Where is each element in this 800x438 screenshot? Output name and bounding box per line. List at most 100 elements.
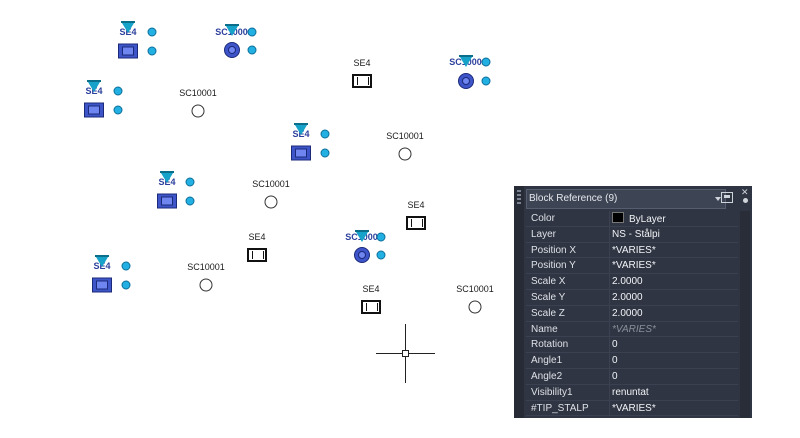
block-label-se4: SE4 bbox=[362, 284, 380, 294]
grip-dot-icon[interactable] bbox=[247, 45, 257, 55]
property-value[interactable]: renuntat bbox=[612, 386, 649, 398]
property-value[interactable]: *VARIES* bbox=[612, 402, 656, 414]
insertion-grip-icon[interactable] bbox=[459, 55, 473, 67]
grip-dot-icon[interactable] bbox=[320, 148, 330, 158]
property-value[interactable]: 0 bbox=[612, 355, 618, 367]
pile-circle-symbol[interactable] bbox=[468, 300, 482, 314]
quick-select-icon[interactable] bbox=[721, 192, 733, 203]
properties-palette[interactable]: Block Reference (9) ✕ Color ByLayer Laye… bbox=[514, 186, 752, 418]
insertion-grip-icon[interactable] bbox=[225, 24, 239, 36]
property-name: Scale Y bbox=[531, 291, 566, 303]
property-value[interactable]: 0 bbox=[612, 370, 618, 382]
property-row[interactable]: Angle1 0 bbox=[526, 353, 738, 369]
palette-scrollbar[interactable] bbox=[740, 211, 750, 418]
property-name: Name bbox=[531, 323, 558, 335]
settings-icon[interactable] bbox=[743, 198, 748, 203]
insertion-grip-icon[interactable] bbox=[355, 230, 369, 242]
property-name: Scale Z bbox=[531, 307, 565, 319]
property-row[interactable]: Scale Y 2.0000 bbox=[526, 289, 738, 306]
pile-box-symbol[interactable] bbox=[247, 248, 267, 262]
insertion-grip-icon[interactable] bbox=[121, 21, 135, 33]
grip-dot-icon[interactable] bbox=[376, 232, 386, 242]
pile-circle-symbol[interactable] bbox=[191, 104, 205, 118]
insertion-grip-icon[interactable] bbox=[160, 171, 174, 183]
property-name: Angle1 bbox=[531, 355, 563, 367]
pile-circle-symbol[interactable] bbox=[264, 195, 278, 209]
property-value[interactable]: NS - Stålpi bbox=[612, 228, 660, 240]
close-icon[interactable]: ✕ bbox=[741, 187, 749, 197]
property-row[interactable]: Scale X 2.0000 bbox=[526, 274, 738, 290]
property-value[interactable]: 2.0000 bbox=[612, 307, 643, 319]
property-name: Rotation bbox=[531, 339, 569, 351]
property-row[interactable]: Layer NS - Stålpi bbox=[526, 226, 738, 243]
block-label-sc10001: SC10001 bbox=[456, 284, 494, 294]
grip-dot-icon[interactable] bbox=[121, 261, 131, 271]
selected-pile-circle-symbol[interactable] bbox=[354, 247, 370, 263]
grip-dot-icon[interactable] bbox=[185, 196, 195, 206]
block-label-sc10001: SC10001 bbox=[252, 179, 290, 189]
pile-circle-symbol[interactable] bbox=[199, 278, 213, 292]
property-row[interactable]: Position X *VARIES* bbox=[526, 242, 738, 259]
selected-pile-box-symbol[interactable] bbox=[291, 145, 311, 161]
grip-dot-icon[interactable] bbox=[481, 76, 491, 86]
grip-dot-icon[interactable] bbox=[147, 46, 157, 56]
property-name: Color bbox=[531, 213, 555, 224]
block-label-sc10001: SC10001 bbox=[187, 262, 225, 272]
property-value[interactable]: 2.0000 bbox=[612, 276, 643, 288]
property-name: Scale X bbox=[531, 276, 566, 288]
property-value[interactable]: 2.0000 bbox=[612, 291, 643, 303]
color-swatch bbox=[612, 212, 624, 223]
selected-pile-box-symbol[interactable] bbox=[92, 277, 112, 293]
grip-dot-icon[interactable] bbox=[113, 86, 123, 96]
pickbox-icon bbox=[402, 350, 409, 357]
property-name: Visibility1 bbox=[531, 386, 573, 398]
pile-box-symbol[interactable] bbox=[361, 300, 381, 314]
grip-dot-icon[interactable] bbox=[481, 57, 491, 67]
grip-dot-icon[interactable] bbox=[185, 177, 195, 187]
property-row[interactable]: Name *VARIES* bbox=[526, 321, 738, 338]
property-name: Angle2 bbox=[531, 370, 563, 382]
grip-dot-icon[interactable] bbox=[247, 27, 257, 37]
block-label-sc10001: SC10001 bbox=[386, 131, 424, 141]
insertion-grip-icon[interactable] bbox=[95, 255, 109, 267]
selected-pile-box-symbol[interactable] bbox=[118, 43, 138, 59]
property-name: #TIP_STALP bbox=[531, 402, 589, 414]
property-value[interactable]: 0 bbox=[612, 339, 618, 351]
palette-drag-handle[interactable] bbox=[514, 186, 524, 418]
property-row[interactable]: Scale Z 2.0000 bbox=[526, 305, 738, 322]
selected-pile-circle-symbol[interactable] bbox=[458, 73, 474, 89]
property-value: *VARIES* bbox=[612, 323, 656, 335]
block-label-se4: SE4 bbox=[248, 232, 266, 242]
selected-pile-circle-symbol[interactable] bbox=[224, 42, 240, 58]
property-row[interactable]: Position Y *VARIES* bbox=[526, 258, 738, 275]
selected-pile-box-symbol[interactable] bbox=[157, 193, 177, 209]
grip-dot-icon[interactable] bbox=[147, 27, 157, 37]
pile-box-symbol[interactable] bbox=[406, 216, 426, 230]
property-name: Position X bbox=[531, 244, 577, 256]
property-value[interactable]: ByLayer bbox=[629, 214, 666, 225]
selected-pile-box-symbol[interactable] bbox=[84, 102, 104, 118]
property-value[interactable]: *VARIES* bbox=[612, 260, 656, 272]
grip-dot-icon[interactable] bbox=[121, 280, 131, 290]
property-row[interactable]: Rotation 0 bbox=[526, 337, 738, 354]
object-type-label: Block Reference (9) bbox=[529, 193, 618, 204]
property-row[interactable]: Color ByLayer bbox=[526, 211, 738, 227]
property-row[interactable]: Visibility1 renuntat bbox=[526, 384, 738, 401]
property-value[interactable]: *VARIES* bbox=[612, 244, 656, 256]
pile-box-symbol[interactable] bbox=[352, 74, 372, 88]
insertion-grip-icon[interactable] bbox=[87, 80, 101, 92]
property-row[interactable]: Angle2 0 bbox=[526, 368, 738, 385]
property-row[interactable]: #TIP_STALP *VARIES* bbox=[526, 400, 738, 417]
grip-dot-icon[interactable] bbox=[376, 250, 386, 260]
properties-table: Color ByLayer Layer NS - Stålpi Position… bbox=[526, 211, 738, 417]
property-name: Position Y bbox=[531, 260, 576, 272]
block-label-se4: SE4 bbox=[353, 58, 371, 68]
block-label-se4: SE4 bbox=[407, 200, 425, 210]
object-type-dropdown[interactable]: Block Reference (9) bbox=[526, 189, 726, 209]
pile-circle-symbol[interactable] bbox=[398, 147, 412, 161]
grip-dot-icon[interactable] bbox=[113, 105, 123, 115]
property-name: Layer bbox=[531, 228, 557, 240]
grip-dot-icon[interactable] bbox=[320, 129, 330, 139]
insertion-grip-icon[interactable] bbox=[294, 123, 308, 135]
